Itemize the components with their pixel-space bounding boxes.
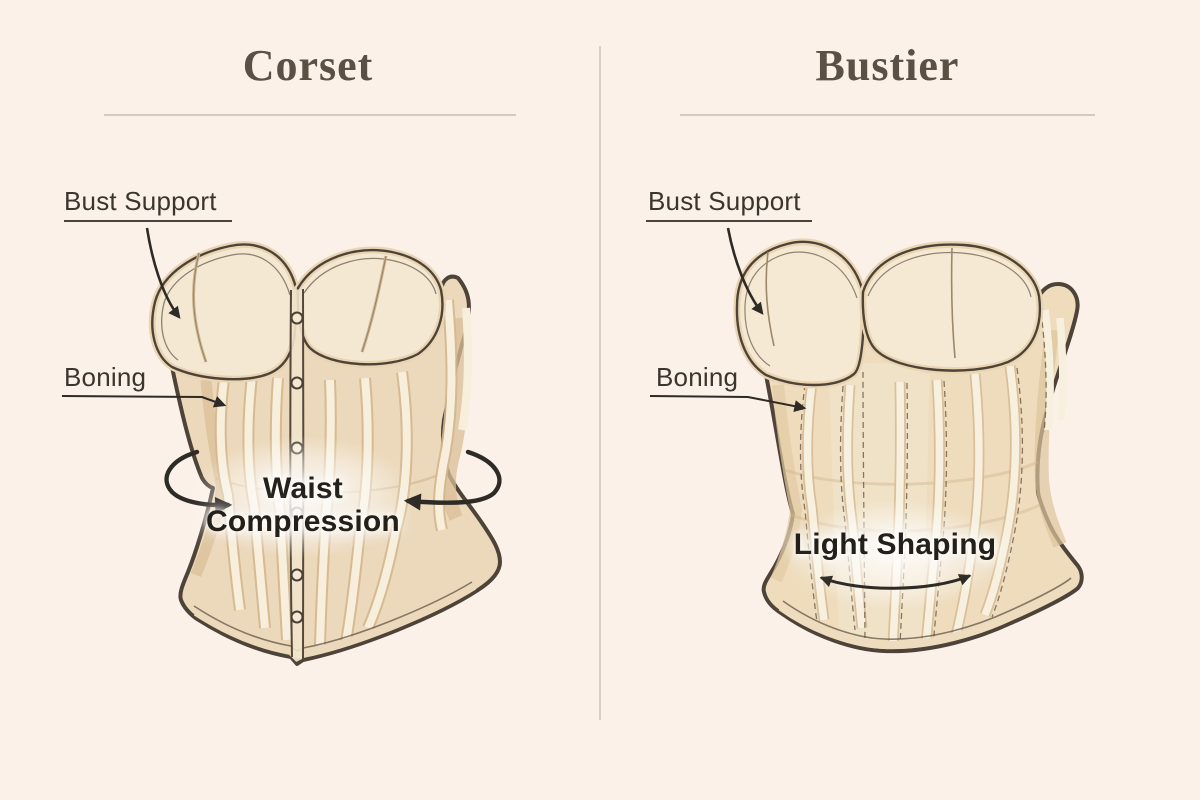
bustier-illustration: [646, 220, 1084, 654]
waist-text-glow: [188, 435, 418, 559]
corset-garment: [148, 241, 502, 666]
waist-compression-line1: Waist: [263, 472, 343, 505]
left-cup: [733, 238, 868, 389]
bustier-bust-support-label: Bust Support: [648, 186, 801, 216]
corset-boning-label: Boning: [64, 362, 147, 392]
waist-compression-line2: Compression: [206, 505, 400, 538]
bustier-light-shaping-label: Light Shaping: [793, 528, 997, 561]
left-cup-trim-edge: [744, 251, 858, 367]
bustier-cups: [733, 238, 1044, 389]
corset-cups: [148, 241, 446, 383]
corset-bust-support-label: Bust Support: [64, 186, 217, 216]
bustier-annotations: [646, 220, 972, 590]
boning-underline-arrow-icon: [61, 395, 227, 408]
bustier-panel: Bustier Bust Support Boning Light Shapin…: [600, 0, 1200, 800]
hem-binding-edge: [782, 577, 1072, 640]
right-cup: [294, 246, 446, 368]
right-cup-trim-edge: [867, 251, 1032, 298]
bustier-title: Bustier: [815, 41, 960, 90]
left-cup-trim-edge: [161, 253, 291, 361]
corset-annotations: [61, 220, 502, 514]
right-side-shading: [441, 317, 471, 521]
corset-title-rule: [104, 114, 516, 116]
left-cup-seam: [765, 251, 775, 347]
corset-illustration: [61, 220, 502, 666]
waist-compression-arrow-right-icon: [403, 449, 502, 511]
boning-underline-arrow-icon: [649, 395, 807, 413]
right-cup-seam: [950, 247, 956, 359]
corset-panel: Corset Bust Support Boning Waist Compres…: [61, 41, 516, 666]
corset-waist-compression-label: Waist Compression: [173, 472, 433, 538]
bust-support-arrow-icon: [726, 227, 764, 315]
left-side-shading: [770, 384, 803, 583]
bust-support-arrow-icon: [145, 227, 181, 319]
waist-compression-arrow-left-icon: [164, 449, 233, 514]
hem-binding: [778, 579, 1077, 650]
corset-title: Corset: [242, 41, 374, 90]
panel-divider: [599, 46, 601, 720]
bustier-boning-label: Boning: [656, 362, 739, 392]
bustier-garment: [733, 238, 1084, 654]
light-shaping-arrow-icon: [819, 574, 972, 590]
bustier-title-rule: [680, 114, 1095, 116]
